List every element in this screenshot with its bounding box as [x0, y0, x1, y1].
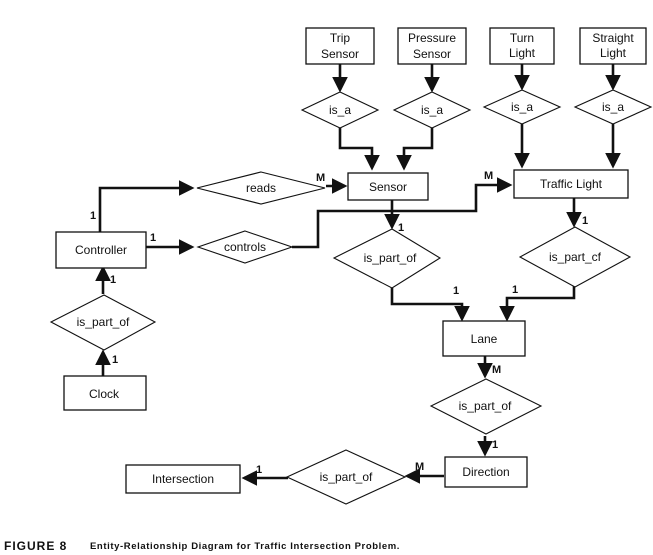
controls-label: controls	[224, 240, 266, 254]
is-a-turn-label: is_a	[511, 100, 533, 114]
card-direction-left: M	[415, 461, 424, 473]
trip-sensor-label-line2: Sensor	[321, 47, 359, 61]
cardinalities: M 1 M 1 1 1 1 1 1 1 M 1 M 1	[90, 170, 588, 476]
card-lane-from-light: 1	[512, 284, 518, 296]
conn-isa-pressure-to-sensor	[396, 128, 434, 171]
entity-pressure-sensor: Pressure Sensor	[397, 27, 467, 65]
figure-caption: FIGURE 8 Entity-Relationship Diagram for…	[4, 539, 400, 553]
is-a-pressure-label: is_a	[421, 103, 443, 117]
entity-trip-sensor: Trip Sensor	[305, 27, 375, 65]
card-direction-up: 1	[492, 439, 498, 451]
is-a-trip-label: is_a	[329, 103, 351, 117]
pressure-sensor-label-line2: Sensor	[413, 47, 451, 61]
entity-direction: Direction	[444, 456, 528, 488]
conn-controller-to-reads	[98, 180, 195, 232]
clock-part-of-label: is_part_of	[77, 315, 130, 329]
card-reads-controller: 1	[90, 210, 96, 222]
card-controls-light: M	[484, 170, 493, 182]
caption-label: FIGURE 8	[4, 539, 67, 553]
turn-light-label-line1: Turn	[510, 31, 534, 45]
relationship-sensor-part-of-lane: is_part_of	[332, 228, 442, 289]
entity-clock: Clock	[63, 375, 147, 411]
straight-light-label-line1: Straight	[592, 31, 634, 45]
connectors	[95, 64, 621, 486]
clock-label: Clock	[89, 387, 120, 401]
card-sensor-part: 1	[398, 222, 404, 234]
entity-straight-light: Straight Light	[579, 27, 647, 65]
card-lane-from-sensor: 1	[453, 285, 459, 297]
traffic-light-label: Traffic Light	[540, 177, 603, 191]
relationship-is-a-trip: is_a	[300, 91, 380, 129]
entity-sensor: Sensor	[347, 172, 429, 201]
turn-light-label-line2: Light	[509, 46, 536, 60]
controller-label: Controller	[75, 243, 127, 257]
direction-label: Direction	[462, 465, 509, 479]
conn-sensor-part-to-lane	[390, 288, 470, 322]
card-intersection-right: 1	[256, 464, 262, 476]
conn-light-part-to-lane	[499, 286, 576, 322]
pressure-sensor-label-line1: Pressure	[408, 31, 456, 45]
entity-traffic-light: Traffic Light	[513, 169, 629, 199]
relationship-lane-part-of-direction: is_part_of	[429, 378, 543, 435]
intersection-label: Intersection	[152, 472, 214, 486]
relationship-is-a-straight: is_a	[573, 89, 653, 125]
relationship-reads: reads	[196, 171, 326, 205]
light-part-of-label: is_part_cf	[549, 250, 602, 264]
sensor-part-of-label: is_part_of	[364, 251, 417, 265]
card-light-part: 1	[582, 215, 588, 227]
relationship-is-a-pressure: is_a	[392, 91, 472, 129]
conn-controls-to-light	[292, 177, 513, 249]
direction-part-of-label: is_part_of	[320, 470, 373, 484]
reads-label: reads	[246, 181, 276, 195]
conn-isa-trip-to-sensor	[338, 128, 380, 171]
straight-light-label-line2: Light	[600, 46, 627, 60]
entity-controller: Controller	[55, 231, 147, 269]
card-controller-from-clock-rel: 1	[110, 274, 116, 286]
is-a-straight-label: is_a	[602, 100, 624, 114]
lane-label: Lane	[471, 332, 498, 346]
relationship-is-a-turn: is_a	[482, 89, 562, 125]
card-controls-controller: 1	[150, 232, 156, 244]
card-clock-part: 1	[112, 354, 118, 366]
relationship-clock-part-of-controller: is_part_of	[49, 294, 157, 351]
card-lane-down: M	[492, 364, 501, 376]
caption-text: Entity-Relationship Diagram for Traffic …	[90, 541, 400, 552]
sensor-label: Sensor	[369, 180, 407, 194]
entity-turn-light: Turn Light	[489, 27, 555, 65]
trip-sensor-label-line1: Trip	[330, 31, 351, 45]
entity-intersection: Intersection	[125, 464, 241, 494]
relationship-controls: controls	[196, 230, 294, 264]
entity-lane: Lane	[442, 320, 526, 357]
relationship-light-part-of-lane: is_part_cf	[518, 226, 632, 288]
lane-part-of-label: is_part_of	[459, 399, 512, 413]
card-reads-sensor: M	[316, 172, 325, 184]
relationship-direction-part-of-intersection: is_part_of	[285, 449, 407, 505]
